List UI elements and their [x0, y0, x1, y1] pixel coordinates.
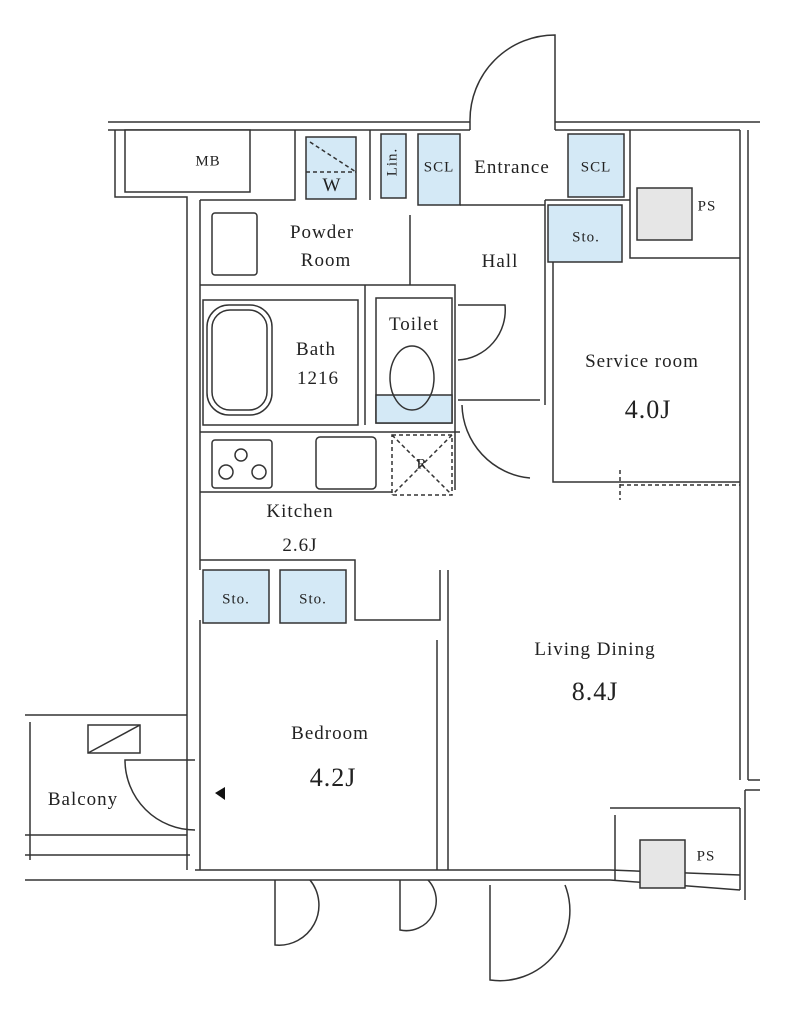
- label-fridge: R: [416, 456, 428, 473]
- label-service-size: 4.0J: [624, 395, 672, 424]
- label-bedroom-size: 4.2J: [309, 763, 357, 792]
- balcony-door: [124, 759, 196, 831]
- label-living: Living Dining: [534, 639, 656, 660]
- label-entrance: Entrance: [474, 157, 550, 178]
- wall-right: [739, 130, 760, 900]
- label-washer: W: [322, 175, 342, 196]
- ac-unit: [87, 724, 141, 754]
- label-bedroom: Bedroom: [291, 723, 369, 744]
- scl-right-box: [567, 133, 625, 198]
- sto-1-box: [202, 569, 270, 624]
- entrance-door: [469, 34, 556, 130]
- label-mb: MB: [195, 153, 221, 170]
- label-hall: Hall: [481, 251, 519, 272]
- mb-box: [124, 129, 251, 193]
- ps-top-box: [636, 187, 693, 241]
- bathtub: [206, 304, 273, 416]
- label-kitchen-size: 2.6J: [282, 535, 318, 556]
- label-sto-2: Sto.: [299, 591, 327, 608]
- label-balcony: Balcony: [47, 789, 119, 810]
- label-linen: Lin.: [384, 147, 401, 177]
- sink: [315, 436, 377, 490]
- sto-2-box: [279, 569, 347, 624]
- label-ps-top: PS: [697, 198, 717, 215]
- window-door-2: [399, 879, 437, 932]
- toilet-bowl: [389, 345, 435, 411]
- wall-top: [108, 121, 760, 131]
- label-bath: Bath: [296, 339, 336, 360]
- label-kitchen: Kitchen: [266, 501, 334, 522]
- label-scl-left: SCL: [423, 159, 455, 176]
- window-door-1: [274, 879, 320, 946]
- fridge-box: [391, 434, 453, 496]
- sto-hall-box: [547, 204, 623, 263]
- washer-box: [305, 136, 357, 200]
- vanity: [211, 212, 258, 276]
- label-living-size: 8.4J: [571, 677, 619, 706]
- label-powder-2: Room: [300, 250, 352, 271]
- label-powder-1: Powder: [289, 222, 355, 243]
- label-scl-right: SCL: [580, 159, 612, 176]
- wall-bottom: [195, 869, 741, 891]
- label-bath-size: 1216: [297, 368, 339, 389]
- ps-bottom-box: [639, 839, 686, 889]
- stove: [211, 439, 273, 489]
- linen-box: [380, 133, 407, 199]
- label-service-room: Service room: [585, 351, 699, 372]
- window-door-3: [489, 884, 571, 982]
- label-sto-hall: Sto.: [572, 229, 600, 246]
- balcony-rail: [25, 714, 195, 881]
- label-sto-1: Sto.: [222, 591, 250, 608]
- scl-left-box: [417, 133, 461, 206]
- label-toilet: Toilet: [388, 314, 440, 335]
- label-ps-bottom: PS: [696, 848, 716, 865]
